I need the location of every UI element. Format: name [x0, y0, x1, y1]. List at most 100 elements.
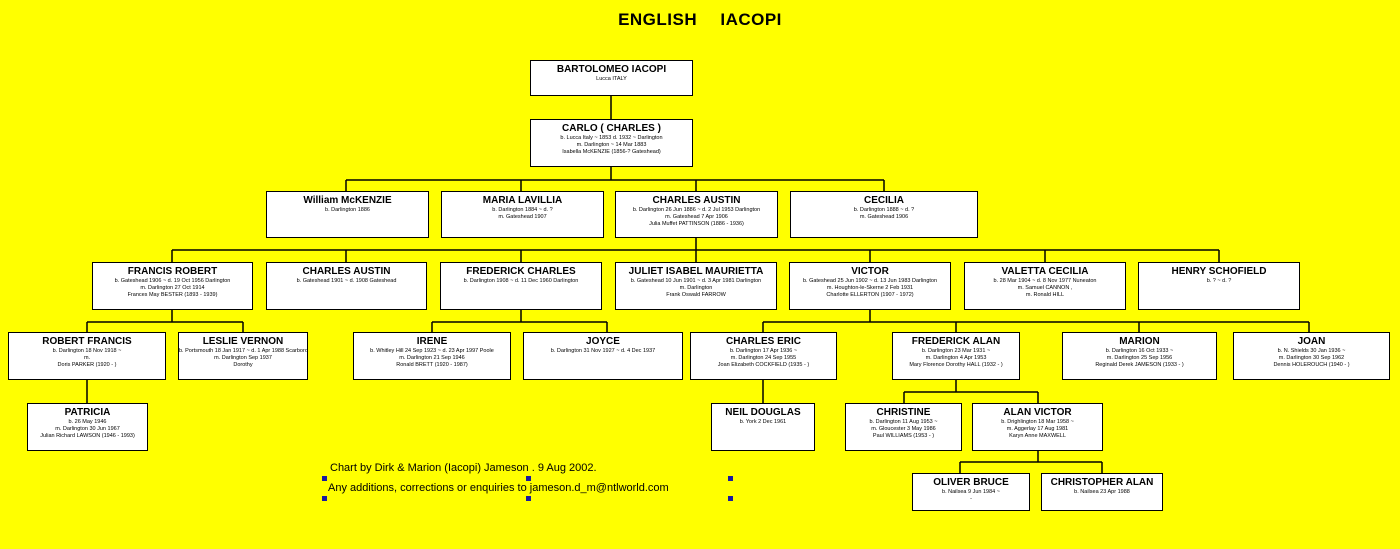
person-box-marion: MARION b. Darlington 16 Oct 1933 ~ m. Da…	[1062, 332, 1217, 380]
person-name: ALAN VICTOR	[1003, 407, 1072, 418]
person-name: CHRISTOPHER ALAN	[1050, 477, 1154, 488]
person-detail: m. Darlington ~ 14 Mar 1883	[576, 142, 647, 148]
person-detail: -	[970, 496, 972, 502]
person-name: CHARLES ERIC	[725, 336, 801, 347]
person-box-juliet-isabel-maurietta: JULIET ISABEL MAURIETTA b. Gateshead 10 …	[615, 262, 777, 310]
selection-handle[interactable]	[728, 476, 733, 481]
person-detail: b. Nailsea 23 Apr 1988	[1074, 489, 1130, 495]
person-name: IRENE	[416, 336, 448, 347]
person-name: William McKENZIE	[303, 195, 392, 206]
person-detail: m. Darlington 27 Oct 1914	[140, 285, 205, 291]
selection-handle[interactable]	[322, 476, 327, 481]
person-detail: b. Darlington 1908 ~ d. 11 Dec 1960 Darl…	[463, 278, 579, 284]
person-detail: b. Darlington 18 Nov 1918 ~	[52, 348, 122, 354]
person-detail: m.	[83, 355, 91, 361]
person-box-neil-douglas: NEIL DOUGLAS b. York 2 Dec 1961	[711, 403, 815, 451]
person-detail: m. Darlington Sep 1937	[214, 355, 272, 361]
person-detail: m. Aggerlay 17 Aug 1981	[1006, 426, 1069, 432]
person-box-robert-francis: ROBERT FRANCIS b. Darlington 18 Nov 1918…	[8, 332, 166, 380]
person-name: BARTOLOMEO IACOPI	[556, 64, 667, 75]
person-box-francis-robert: FRANCIS ROBERT b. Gateshead 1906 ~ d. 19…	[92, 262, 253, 310]
person-detail: b. Nailsea 9 Jun 1984 ~	[942, 489, 1000, 495]
person-name: CHARLES AUSTIN	[302, 266, 391, 277]
person-detail: Paul WILLIAMS (1953 - )	[872, 433, 935, 439]
person-detail: b. Gateshead 1901 ~ d. 1908 Gateshead	[296, 278, 397, 284]
person-name: CARLO ( CHARLES )	[562, 123, 661, 134]
chart-title: ENGLISH IACOPI	[618, 10, 782, 29]
person-name: FREDERICK CHARLES	[466, 266, 576, 277]
person-box-maria-lavillia: MARIA LAVILLIA b. Darlington 1884 ~ d. ?…	[441, 191, 604, 238]
person-detail: m. Gateshead 1907	[498, 214, 547, 220]
person-detail: m. Darlington 24 Sep 1955	[730, 355, 797, 361]
person-detail: Dennis HOLEROUCH (1940 - )	[1273, 362, 1350, 368]
person-detail: Charlotte ELLERTON (1907 - 1972)	[826, 292, 914, 298]
person-box-bartolomeo: BARTOLOMEO IACOPI Lucca ITALY	[530, 60, 693, 96]
person-box-carlo: CARLO ( CHARLES ) b. Lucca Italy ~ 1853 …	[530, 119, 693, 167]
person-detail: m. Houghton-le-Skerne 2 Feb 1931	[826, 285, 914, 291]
person-name: MARIA LAVILLIA	[482, 195, 563, 206]
selection-handle[interactable]	[322, 496, 327, 501]
person-box-leslie-vernon: LESLIE VERNON b. Portsmouth 18 Jan 1917 …	[178, 332, 308, 380]
person-name: HENRY SCHOFIELD	[1171, 266, 1267, 277]
person-detail: b. Drighlington 18 Mar 1958 ~	[1001, 419, 1074, 425]
person-detail: b. Darlington 31 Nov 1927 ~ d. 4 Dec 193…	[550, 348, 656, 354]
person-box-valetta-cecilia: VALETTA CECILIA b. 28 Mar 1904 ~ d. 8 No…	[964, 262, 1126, 310]
person-name: OLIVER BRUCE	[933, 477, 1009, 488]
person-detail: m. Ronald HILL	[1025, 292, 1065, 298]
person-detail: m. Darlington 25 Sep 1956	[1106, 355, 1173, 361]
person-detail: b. Darlington 1884 ~ d. ?	[492, 207, 553, 213]
selection-handle[interactable]	[728, 496, 733, 501]
person-detail: Dorothy	[233, 362, 253, 368]
selection-handle[interactable]	[526, 496, 531, 501]
person-detail: b. Darlington 26 Jun 1886 ~ d. 2 Jul 195…	[632, 207, 761, 213]
person-detail: m. Samuel CANNON ,	[1017, 285, 1073, 291]
person-detail: m. Darlington	[679, 285, 713, 291]
person-detail: Julian Richard LAWSON (1946 - 1993)	[40, 433, 135, 439]
person-detail: b. Gateshead 25 Jun 1902 ~ d. 13 Jun 198…	[802, 278, 938, 284]
person-name: JOYCE	[586, 336, 620, 347]
person-detail: b. Gateshead 10 Jun 1901 ~ d. 3 Apr 1981…	[630, 278, 762, 284]
person-detail: b. Whitley Hill 24 Sep 1923 ~ d. 23 Apr …	[370, 348, 494, 354]
person-box-patricia: PATRICIA b. 26 May 1946 m. Darlington 30…	[27, 403, 148, 451]
person-name: JOAN	[1297, 336, 1326, 347]
person-detail: Frank Oswald FARROW	[666, 292, 726, 298]
person-name: CHRISTINE	[876, 407, 931, 418]
person-box-charles-austin-senior: CHARLES AUSTIN b. Darlington 26 Jun 1886…	[615, 191, 778, 238]
person-box-christopher-alan: CHRISTOPHER ALAN b. Nailsea 23 Apr 1988	[1041, 473, 1163, 511]
person-box-oliver-bruce: OLIVER BRUCE b. Nailsea 9 Jun 1984 ~ -	[912, 473, 1030, 511]
person-detail: b. Lucca Italy ~ 1853 d. 1932 ~ Darlingt…	[560, 135, 663, 141]
person-name: ROBERT FRANCIS	[42, 336, 132, 347]
person-detail: Doris PARKER (1920 - )	[57, 362, 117, 368]
person-detail: b. Portsmouth 18 Jan 1917 ~ d. 1 Apr 198…	[179, 348, 308, 354]
person-box-william-mckenzie: William McKENZIE b. Darlington 1886	[266, 191, 429, 238]
person-name: JULIET ISABEL MAURIETTA	[628, 266, 764, 277]
credit-line: Chart by Dirk & Marion (Iacopi) Jameson …	[330, 462, 597, 474]
person-box-cecilia: CECILIA b. Darlington 1888 ~ d. ? m. Gat…	[790, 191, 978, 238]
person-name: PATRICIA	[64, 407, 111, 418]
person-detail: Karyn Anne MAXWELL	[1009, 433, 1066, 439]
person-detail: b. 28 Mar 1904 ~ d. 8 Nov 1977 Nuneaton	[993, 278, 1097, 284]
person-detail: Julia Muffet PATTINSON (1886 - 1936)	[649, 221, 744, 227]
person-name: CHARLES AUSTIN	[652, 195, 741, 206]
person-box-victor: VICTOR b. Gateshead 25 Jun 1902 ~ d. 13 …	[789, 262, 951, 310]
person-name: VALETTA CECILIA	[1001, 266, 1089, 277]
person-detail: b. N. Shields 30 Jan 1936 ~	[1277, 348, 1346, 354]
person-name: CECILIA	[864, 195, 904, 206]
person-name: FRANCIS ROBERT	[127, 266, 218, 277]
person-box-christine: CHRISTINE b. Darlington 11 Aug 1953 ~ m.…	[845, 403, 962, 451]
selection-handle[interactable]	[526, 476, 531, 481]
person-box-joan: JOAN b. N. Shields 30 Jan 1936 ~ m. Darl…	[1233, 332, 1390, 380]
person-detail: m. Gateshead 1906	[859, 214, 909, 220]
person-detail: b. Darlington 1888 ~ d. ?	[853, 207, 915, 213]
person-box-frederick-charles: FREDERICK CHARLES b. Darlington 1908 ~ d…	[440, 262, 602, 310]
contact-line: Any additions, corrections or enquiries …	[328, 482, 669, 494]
person-detail: Lucca ITALY	[596, 76, 627, 82]
person-detail: b. Darlington 16 Oct 1933 ~	[1105, 348, 1174, 354]
person-box-frederick-alan: FREDERICK ALAN b. Darlington 23 Mar 1931…	[892, 332, 1020, 380]
person-detail: b. York 2 Dec 1961	[739, 419, 787, 425]
person-detail: Reginald Derek JAMESON (1933 - )	[1095, 362, 1184, 368]
person-detail: b. 26 May 1946	[68, 419, 107, 425]
person-detail: b. ? ~ d. ?	[1206, 278, 1232, 284]
person-box-irene: IRENE b. Whitley Hill 24 Sep 1923 ~ d. 2…	[353, 332, 511, 380]
person-detail: Isabella McKENZIE (1856-? Gateshead)	[562, 149, 661, 155]
